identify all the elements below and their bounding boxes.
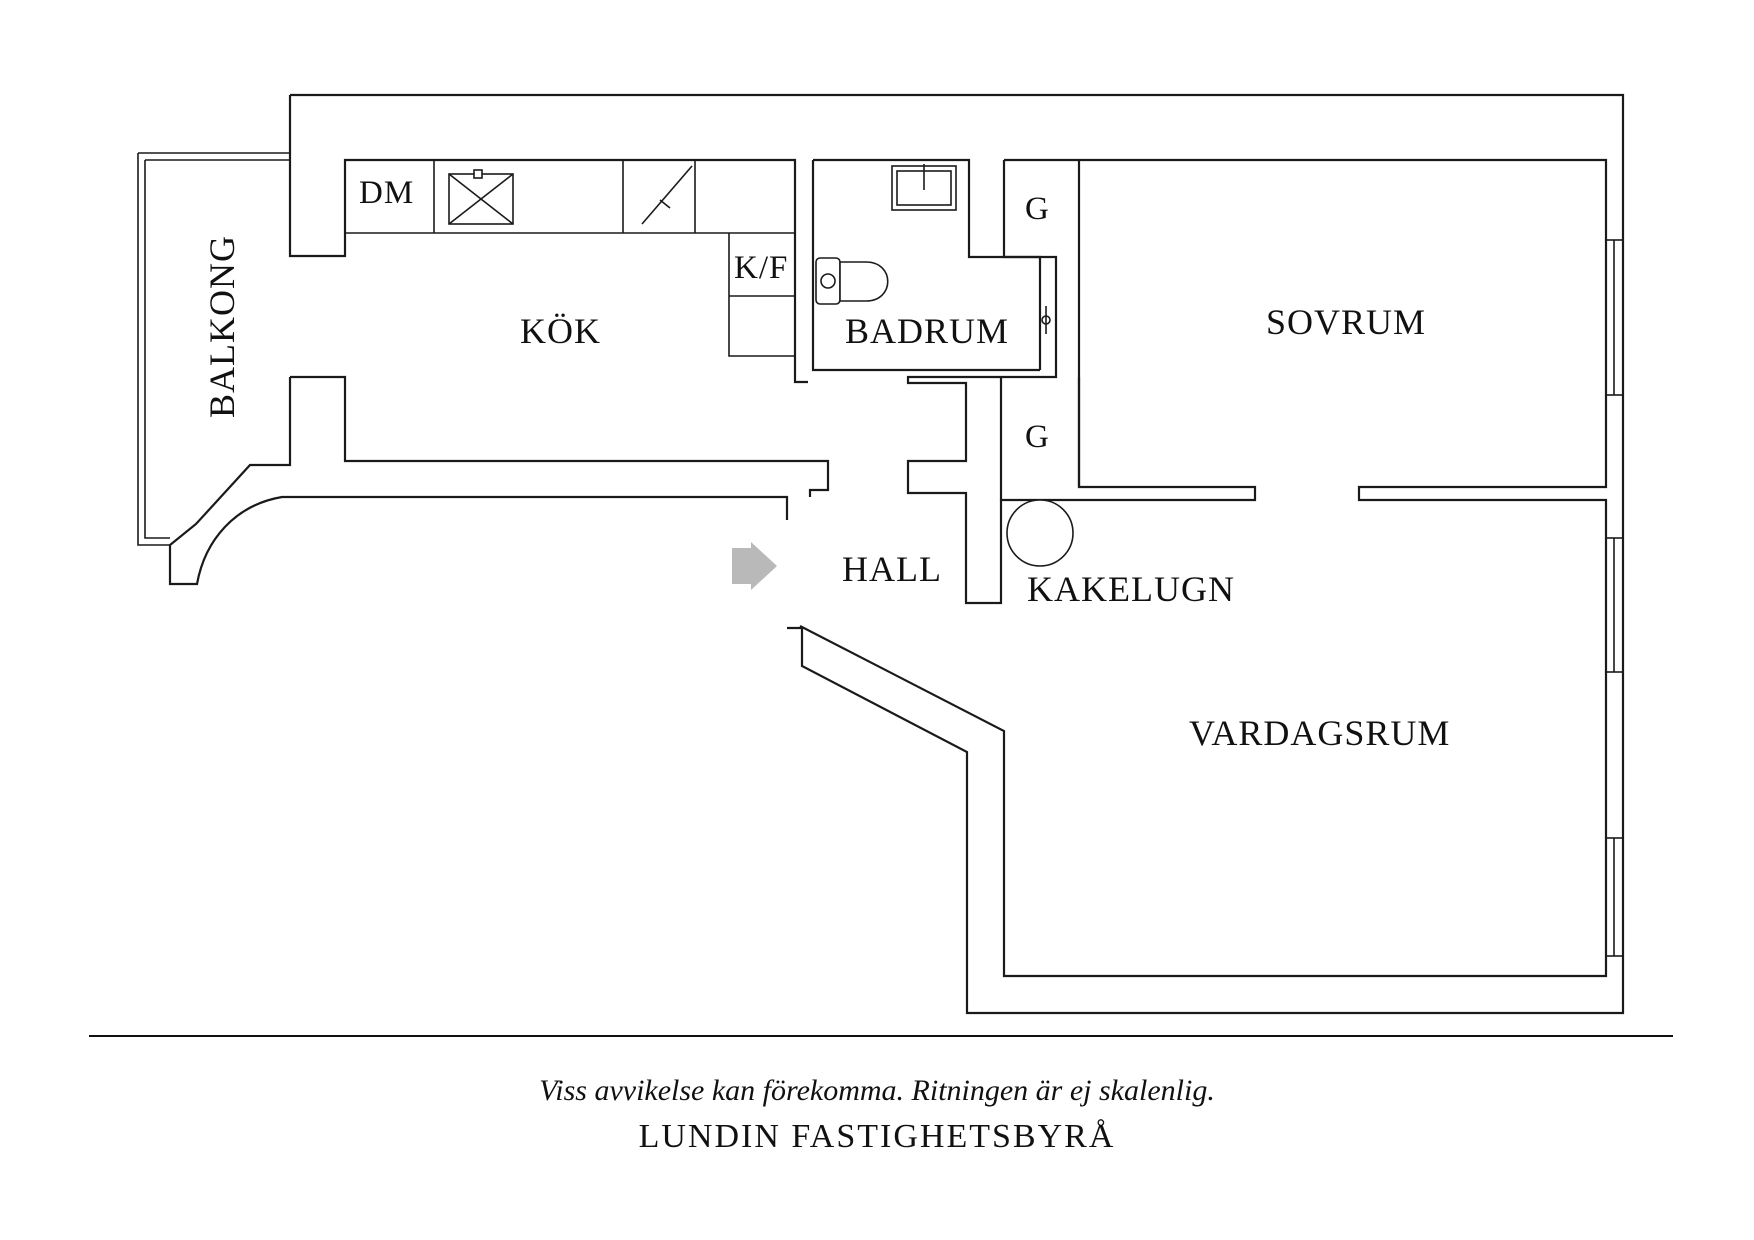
- kitchen-counter: [345, 160, 795, 357]
- tiled-stove-icon: [1006, 499, 1074, 567]
- balcony: [137, 152, 290, 546]
- room-label-g-upper: G: [1025, 191, 1050, 227]
- disclaimer-text: Viss avvikelse kan förekomma. Ritningen …: [539, 1074, 1215, 1107]
- footer-divider: [89, 1035, 1673, 1037]
- windows: [1605, 239, 1624, 957]
- entrance-arrow-icon: [732, 542, 777, 590]
- room-label-kf: K/F: [734, 250, 788, 286]
- sink-icon: [448, 169, 514, 225]
- shower-icon: [1041, 306, 1051, 334]
- room-label-vardagsrum: VARDAGSRUM: [1189, 713, 1450, 753]
- room-label-sovrum: SOVRUM: [1266, 302, 1426, 342]
- room-label-kakelugn: KAKELUGN: [1027, 569, 1235, 609]
- washbasin-icon: [891, 164, 957, 211]
- room-label-kok: KÖK: [520, 311, 601, 351]
- stove-icon: [641, 165, 693, 225]
- room-label-hall: HALL: [842, 549, 942, 589]
- room-label-g-lower: G: [1025, 419, 1050, 455]
- room-label-dm: DM: [359, 175, 414, 211]
- room-label-badrum: BADRUM: [845, 311, 1009, 351]
- room-label-balkong: BALKONG: [202, 235, 242, 418]
- toilet-icon: [815, 257, 889, 305]
- agency-name: LUNDIN FASTIGHETSBYRÅ: [638, 1118, 1116, 1155]
